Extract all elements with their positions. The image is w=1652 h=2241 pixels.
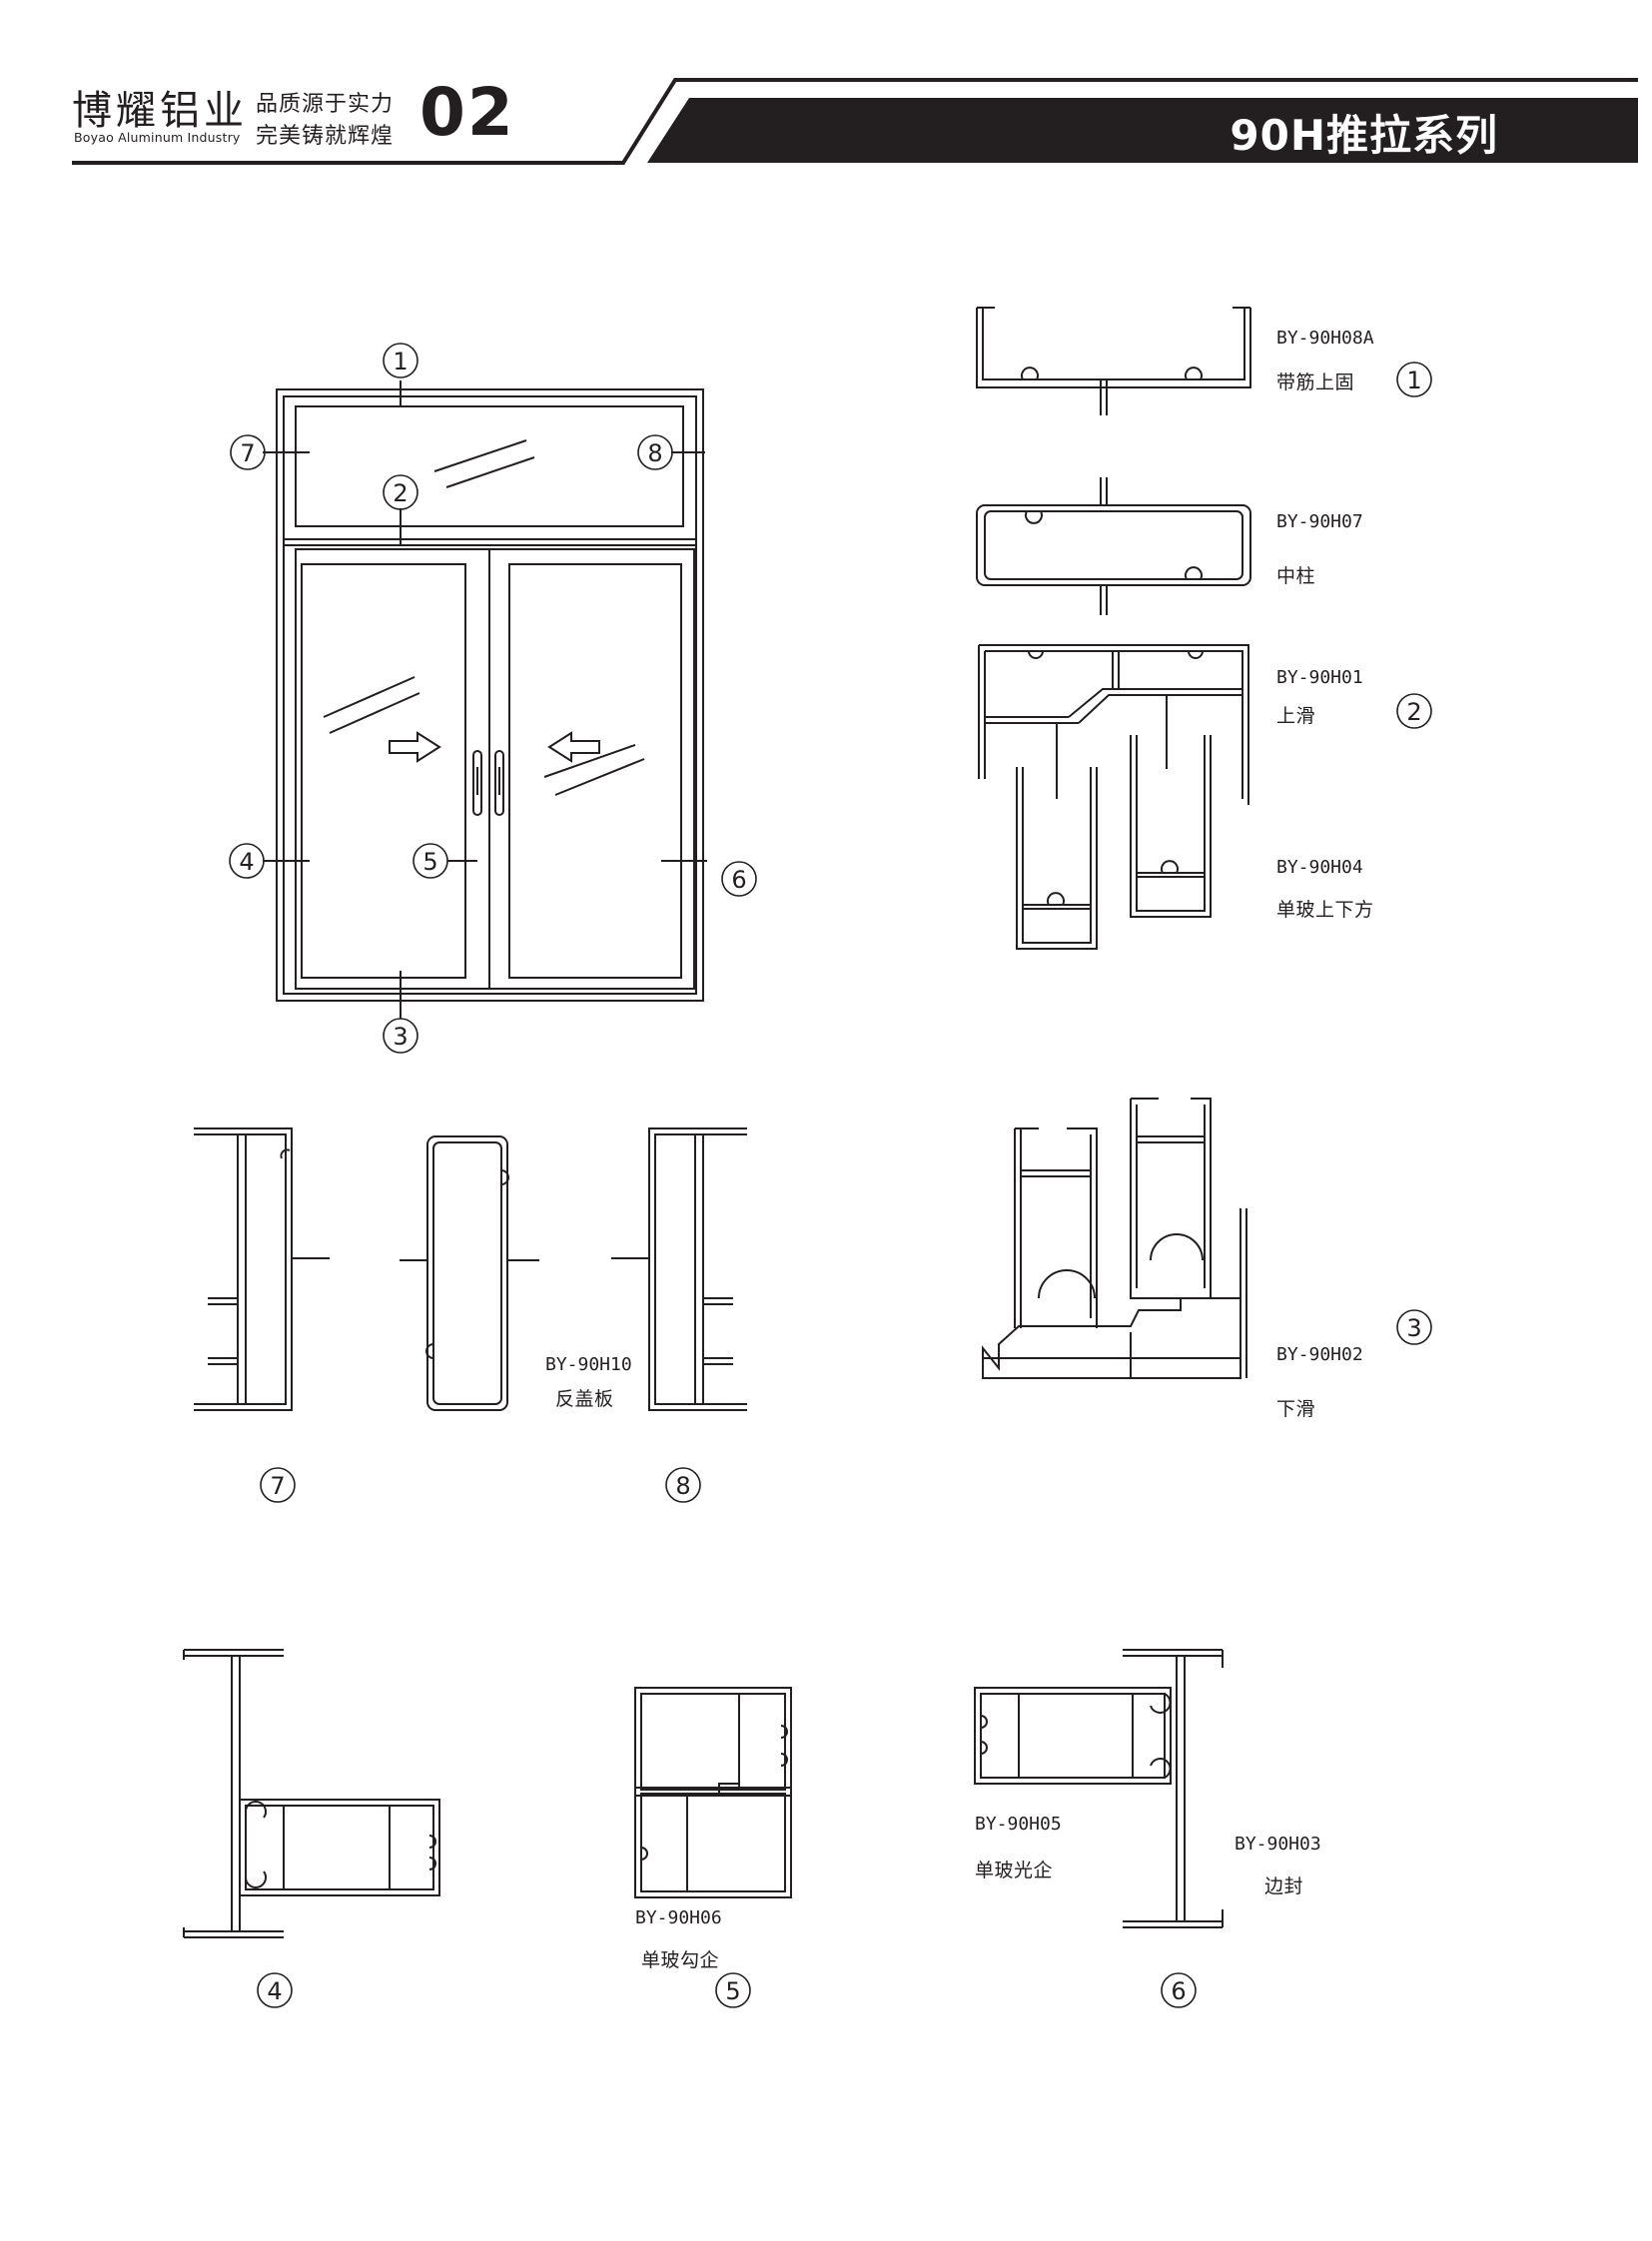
profile-name-90h05: 单玻光企 — [975, 1860, 1054, 1881]
profile-code-90h07: BY-90H07 — [1276, 511, 1363, 532]
profile-code-90h04: BY-90H04 — [1276, 857, 1363, 878]
callout-6-profile: 6 — [1171, 1977, 1186, 2005]
profile-code-90h08a: BY-90H08A — [1276, 328, 1374, 349]
callout-7-profile: 7 — [270, 1472, 285, 1500]
callout-4-profile: 4 — [267, 1977, 282, 2005]
profile-by-90h08a — [976, 307, 1251, 415]
series-title: 90H推拉系列 — [1230, 111, 1498, 160]
profile-code-90h06: BY-90H06 — [635, 1907, 722, 1928]
callout-1: 1 — [393, 348, 408, 375]
profile-by-90h01 — [978, 644, 1249, 805]
window-elevation — [263, 380, 707, 1019]
callout-2: 2 — [393, 479, 408, 507]
profile-name-90h08a: 带筋上固 — [1276, 372, 1355, 393]
profile-code-90h03: BY-90H03 — [1235, 1834, 1321, 1855]
profile-by-90h03 — [1123, 1649, 1224, 1928]
profile-name-90h07: 中柱 — [1276, 565, 1316, 587]
profile-code-90h05: BY-90H05 — [975, 1814, 1062, 1835]
callout-3: 3 — [393, 1023, 408, 1051]
profile-name-90h01: 上滑 — [1276, 705, 1316, 727]
slogan-line-1: 品质源于实力 — [256, 92, 395, 117]
callout-8: 8 — [647, 439, 662, 467]
callout-7: 7 — [240, 439, 255, 467]
profile-section-7 — [194, 1127, 330, 1411]
callout-8-profile: 8 — [675, 1472, 690, 1500]
callout-4: 4 — [239, 848, 254, 876]
profile-by-90h02 — [982, 1098, 1247, 1379]
profile-by-90h10 — [400, 1135, 539, 1411]
profile-name-90h04: 单玻上下方 — [1276, 899, 1374, 921]
profile-by-90h06 — [634, 1687, 792, 1898]
page-number: 02 — [419, 74, 515, 151]
profile-name-90h03: 边封 — [1264, 1875, 1304, 1897]
profile-name-90h10: 反盖板 — [555, 1388, 614, 1410]
callout-6: 6 — [731, 866, 746, 894]
profile-code-90h01: BY-90H01 — [1276, 667, 1363, 688]
profile-by-90h04 — [1016, 735, 1212, 950]
slogan-line-2: 完美铸就辉煌 — [256, 124, 395, 149]
callout-circles — [229, 343, 1432, 2008]
profile-section-8 — [611, 1127, 747, 1411]
brand-english-name: Boyao Aluminum Industry — [74, 130, 241, 145]
profile-section-4 — [183, 1649, 440, 1938]
profile-name-90h02: 下滑 — [1276, 1398, 1316, 1420]
callout-3-profile: 3 — [1406, 1314, 1421, 1342]
profile-code-90h02: BY-90H02 — [1276, 1344, 1363, 1365]
profile-code-90h10: BY-90H10 — [545, 1354, 632, 1375]
profile-by-90h07 — [976, 477, 1251, 615]
callout-2-profile: 2 — [1406, 698, 1421, 726]
callout-5-profile: 5 — [725, 1977, 740, 2005]
callout-5: 5 — [422, 848, 437, 876]
profile-name-90h06: 单玻勾企 — [641, 1949, 720, 1971]
profile-by-90h05 — [974, 1687, 1172, 1785]
header-bar — [72, 78, 1638, 165]
callout-1-profile: 1 — [1406, 367, 1421, 394]
brand-name: 博耀铝业 — [72, 88, 248, 134]
